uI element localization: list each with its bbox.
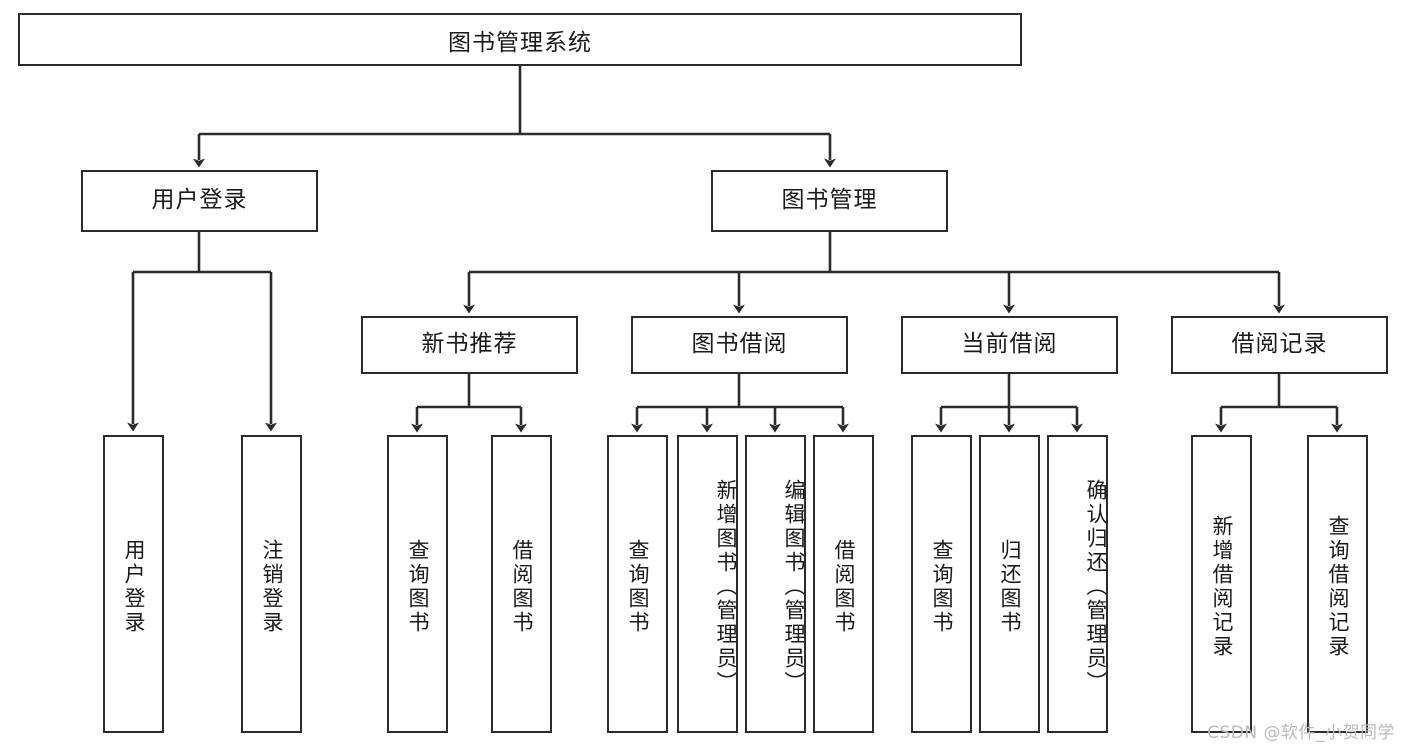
node-leaf-return-book[interactable]: 归还图书	[979, 435, 1040, 733]
node-leaf-logout-login[interactable]: 注销登录	[241, 435, 302, 733]
node-leaf-query-record[interactable]: 查询借阅记录	[1307, 435, 1368, 733]
node-leaf-borrow-book-1[interactable]: 借阅图书	[491, 435, 552, 733]
node-leaf-confirm-return[interactable]: 确认归还（管理员）	[1047, 435, 1108, 733]
node-leaf-query-book-1[interactable]: 查询图书	[387, 435, 448, 733]
node-leaf-add-book[interactable]: 新增图书（管理员）	[677, 435, 738, 733]
watermark-text: CSDN @软件_小贺同学	[1207, 723, 1395, 743]
node-current-borrow[interactable]: 当前借阅	[901, 316, 1118, 374]
node-leaf-user-login[interactable]: 用户登录	[103, 435, 164, 733]
node-leaf-edit-book[interactable]: 编辑图书（管理员）	[745, 435, 806, 733]
node-new-book-recommend[interactable]: 新书推荐	[361, 316, 578, 374]
node-borrow-record[interactable]: 借阅记录	[1171, 316, 1388, 374]
node-leaf-borrow-book-2[interactable]: 借阅图书	[813, 435, 874, 733]
node-root-system[interactable]: 图书管理系统	[18, 13, 1022, 66]
node-book-manage[interactable]: 图书管理	[711, 170, 948, 232]
node-book-borrow[interactable]: 图书借阅	[631, 316, 848, 374]
node-leaf-query-book-3[interactable]: 查询图书	[911, 435, 972, 733]
node-user-login[interactable]: 用户登录	[81, 170, 318, 232]
node-leaf-add-record[interactable]: 新增借阅记录	[1191, 435, 1252, 733]
node-leaf-query-book-2[interactable]: 查询图书	[607, 435, 668, 733]
